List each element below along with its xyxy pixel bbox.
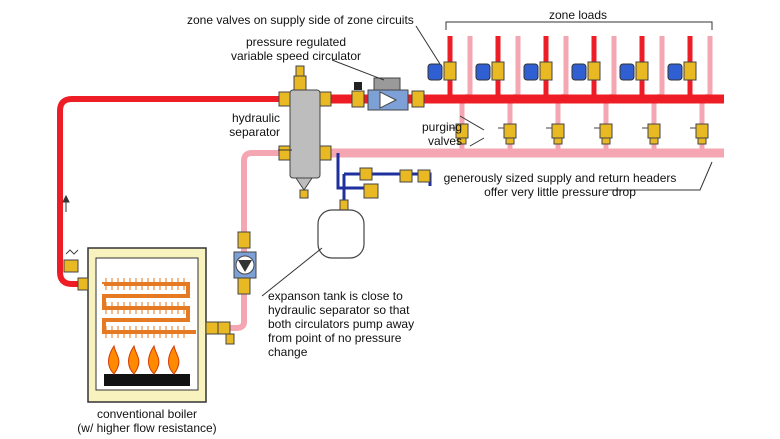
flow-arrow-icon — [62, 194, 70, 212]
flame-icon — [128, 344, 140, 375]
headers-label-line1: generously sized supply and return heade… — [444, 171, 677, 185]
boiler-return-valves — [205, 321, 235, 345]
zone-valves-label: zone valves on supply side of zone circu… — [187, 13, 414, 27]
zone-valve-icon — [427, 61, 457, 81]
tank-label-line3: both circulators pump away — [268, 317, 414, 331]
boiler-circulator-icon — [233, 231, 257, 295]
leader-lines — [261, 21, 713, 297]
flame-icon — [108, 344, 120, 375]
circulator-label-line2: variable speed circulator — [231, 49, 361, 63]
purging-valve-icon — [642, 123, 661, 145]
purging-valve-icon — [594, 123, 613, 145]
boiler-icon — [87, 247, 207, 403]
flame-icon — [168, 344, 180, 375]
boiler-label-line1: conventional boiler — [97, 407, 197, 421]
tank-label-line5: change — [268, 345, 308, 359]
separator-label-line1: hydraulic — [232, 111, 280, 125]
boiler-to-separator-supply — [57, 96, 288, 287]
zone-valves — [427, 61, 697, 81]
zone-valve-icon — [619, 61, 649, 81]
zone-valve-icon — [667, 61, 697, 81]
purging-valves — [450, 123, 709, 145]
purging-valve-icon — [498, 123, 517, 145]
zone-valve-icon — [571, 61, 601, 81]
purging-valve-icon — [546, 123, 565, 145]
separator-label-line2: separator — [229, 125, 280, 139]
tank-label-line2: hydraulic separator so that — [268, 303, 410, 317]
boiler-label-line2: (w/ higher flow resistance) — [77, 421, 216, 435]
heat-exchanger-coil — [102, 282, 196, 334]
annotation-labels: zone valves on supply side of zone circu… — [77, 8, 676, 435]
expansion-tank-icon — [317, 153, 432, 259]
purging-valve-icon — [690, 123, 709, 145]
headers-label-line2: offer very little pressure drop — [484, 185, 636, 199]
boiler-supply-valves — [63, 249, 89, 291]
purging-label-line1: purging — [422, 120, 462, 134]
zone-valve-icon — [523, 61, 553, 81]
zone-valve-icon — [475, 61, 505, 81]
tank-label-line1: expanson tank is close to — [268, 289, 403, 303]
purging-valve-icon — [450, 123, 469, 145]
flame-icon — [148, 344, 160, 375]
circulator-label-line1: pressure regulated — [246, 35, 346, 49]
burner-flames — [108, 344, 180, 375]
hydraulic-separator — [278, 65, 332, 199]
tank-label-line4: from point of no pressure — [268, 331, 402, 345]
coil-fins — [105, 278, 185, 338]
zone-loads-label: zone loads — [549, 8, 607, 22]
purging-label-line2: valves — [428, 134, 462, 148]
circulator-icon — [351, 77, 425, 111]
